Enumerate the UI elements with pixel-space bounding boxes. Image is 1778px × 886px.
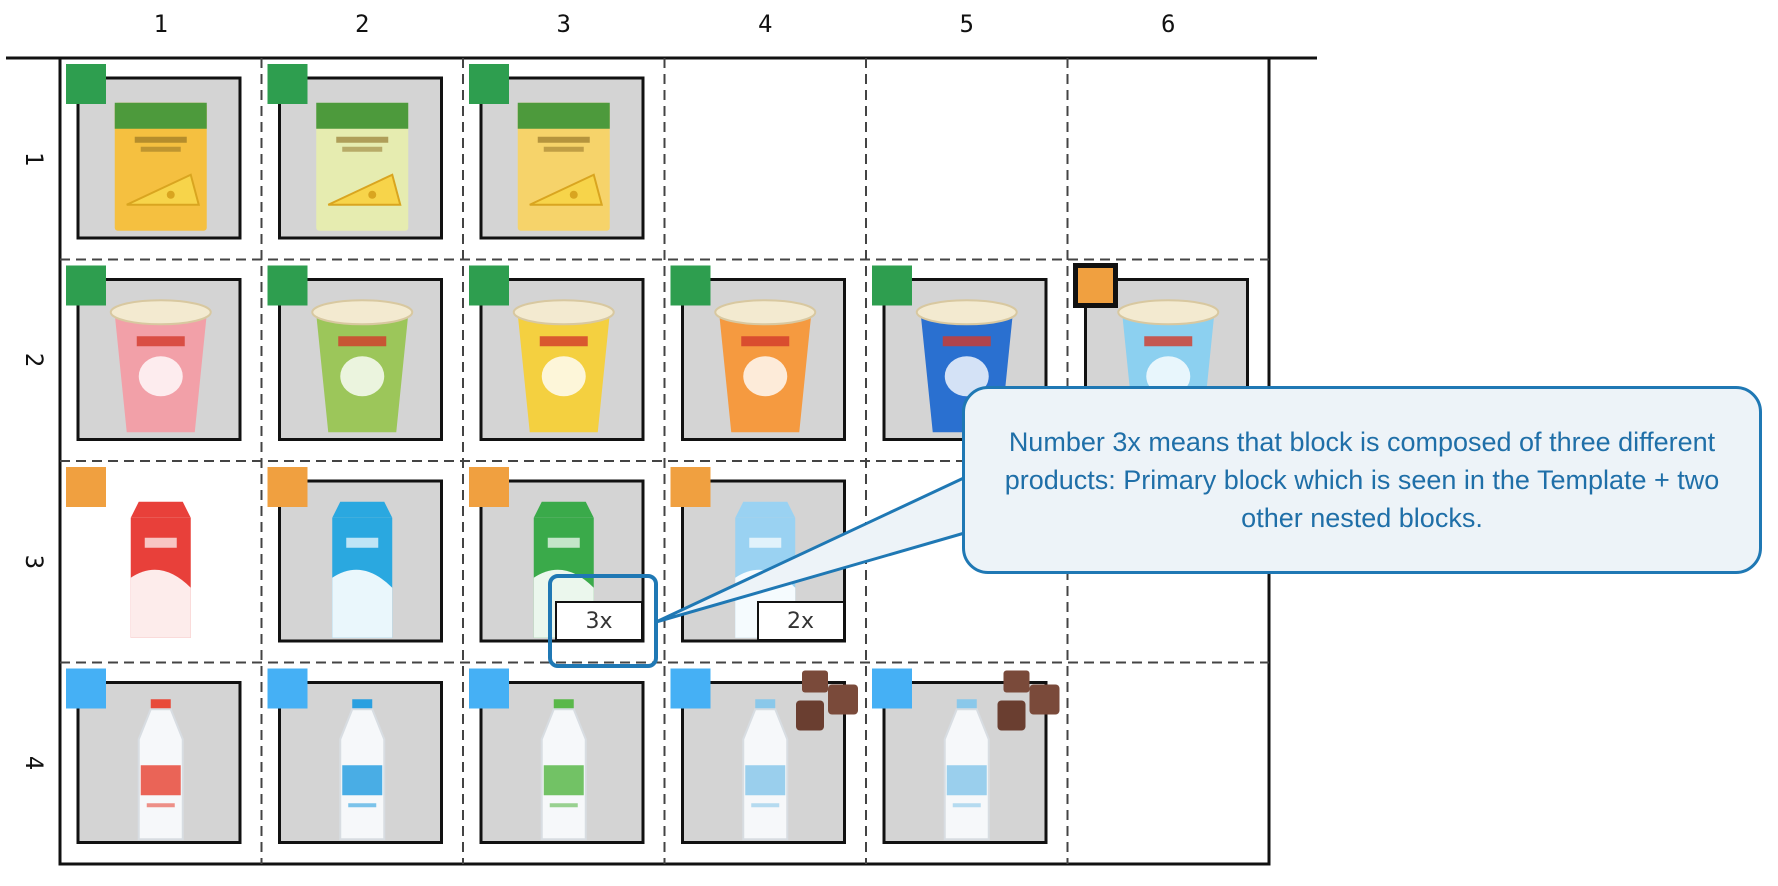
category-marker bbox=[66, 265, 106, 306]
column-label: 3 bbox=[556, 10, 571, 38]
category-marker bbox=[469, 265, 509, 306]
category-marker bbox=[670, 467, 711, 507]
category-marker bbox=[670, 265, 711, 306]
category-marker bbox=[66, 467, 106, 507]
yogurt-cup-icon bbox=[512, 299, 615, 433]
category-marker bbox=[469, 64, 509, 104]
row-label: 2 bbox=[20, 353, 48, 368]
category-marker bbox=[670, 668, 711, 709]
product-cell bbox=[670, 668, 858, 844]
product-cell bbox=[469, 668, 645, 844]
row-label: 1 bbox=[20, 151, 48, 166]
product-cell bbox=[66, 467, 191, 638]
column-label: 2 bbox=[355, 10, 370, 38]
category-marker bbox=[66, 668, 106, 709]
milk-bottle-icon bbox=[339, 699, 386, 841]
milk-carton-icon bbox=[130, 501, 191, 638]
chocolate-icon bbox=[997, 670, 1060, 731]
product-cell bbox=[469, 64, 645, 240]
column-label: 1 bbox=[153, 10, 168, 38]
milk-bottle-icon bbox=[742, 699, 789, 841]
badge-highlight bbox=[548, 574, 658, 668]
product-cell bbox=[66, 64, 242, 240]
cheese-box-icon bbox=[114, 102, 207, 231]
column-label: 5 bbox=[959, 10, 974, 38]
milk-bottle-icon bbox=[943, 699, 990, 841]
cheese-box-icon bbox=[316, 102, 409, 231]
category-marker bbox=[469, 668, 509, 709]
column-label: 6 bbox=[1161, 10, 1176, 38]
product-cell bbox=[66, 668, 242, 844]
product-cell bbox=[267, 668, 443, 844]
product-cell bbox=[670, 265, 846, 441]
category-marker bbox=[872, 668, 912, 709]
category-marker bbox=[66, 64, 106, 104]
cheese-box-icon bbox=[517, 102, 610, 231]
product-cell bbox=[66, 265, 242, 441]
row-label: 4 bbox=[20, 756, 48, 771]
nest-count-badge: 3x bbox=[555, 601, 643, 641]
yogurt-cup-icon bbox=[714, 299, 817, 433]
column-label: 4 bbox=[758, 10, 773, 38]
yogurt-cup-icon bbox=[311, 299, 414, 433]
category-marker bbox=[872, 265, 912, 306]
product-cell bbox=[872, 668, 1060, 844]
product-cell bbox=[267, 64, 443, 240]
product-cell bbox=[469, 265, 645, 441]
category-marker bbox=[267, 467, 308, 507]
row-label: 3 bbox=[20, 554, 48, 569]
callout-text: Number 3x means that block is composed o… bbox=[1004, 427, 1720, 533]
category-marker bbox=[267, 64, 308, 104]
category-marker bbox=[267, 668, 308, 709]
chocolate-icon bbox=[796, 670, 858, 731]
selection-marker bbox=[1073, 263, 1118, 308]
milk-bottle-icon bbox=[137, 699, 184, 841]
milk-bottle-icon bbox=[540, 699, 587, 841]
yogurt-cup-icon bbox=[109, 299, 212, 433]
nest-count-badge: 2x bbox=[756, 601, 845, 641]
product-cell bbox=[267, 265, 443, 441]
product-cell bbox=[267, 467, 443, 643]
category-marker bbox=[469, 467, 509, 507]
category-marker bbox=[267, 265, 308, 306]
milk-carton-icon bbox=[332, 501, 393, 638]
callout: Number 3x means that block is composed o… bbox=[962, 386, 1762, 574]
